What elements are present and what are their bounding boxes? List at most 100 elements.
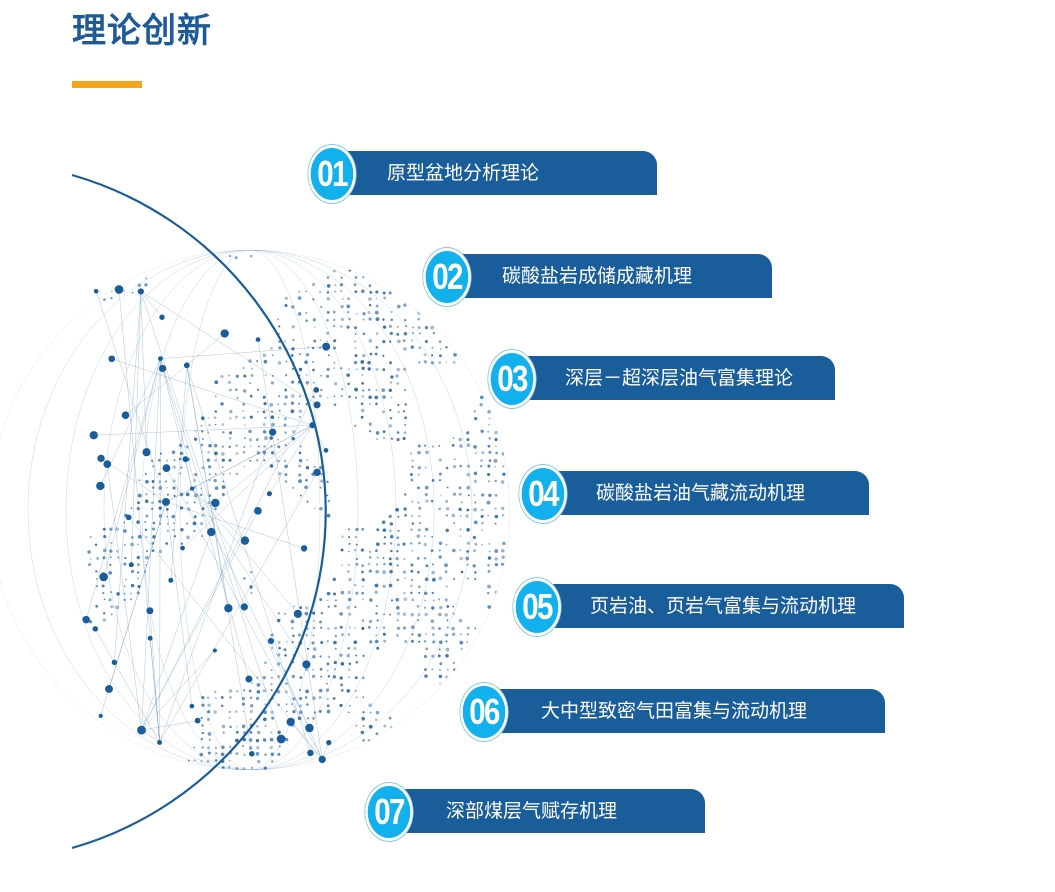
globe-dot	[214, 507, 217, 511]
globe-dot	[466, 563, 469, 566]
globe-dot	[312, 611, 316, 615]
globe-dot	[445, 514, 448, 517]
globe-dot	[416, 557, 420, 560]
globe-dot	[418, 346, 422, 350]
globe-dot	[431, 354, 434, 357]
globe-dot	[501, 548, 505, 553]
globe-dot	[383, 536, 387, 539]
globe-dot	[150, 459, 154, 463]
globe-dot	[193, 515, 197, 519]
globe-dot	[200, 716, 203, 720]
globe-dot	[292, 709, 296, 714]
globe-dot	[318, 696, 322, 699]
globe-dot	[445, 507, 450, 511]
globe-dot	[221, 745, 225, 749]
globe-dot	[438, 361, 442, 365]
globe-dot	[432, 640, 436, 644]
globe-dot	[459, 528, 462, 531]
globe-dot	[304, 696, 308, 699]
globe-dot	[432, 633, 435, 636]
globe-dot	[228, 716, 231, 720]
globe-dot	[367, 311, 371, 315]
globe-dot	[403, 591, 406, 595]
globe-dot	[173, 535, 176, 538]
globe-dot	[235, 415, 238, 419]
globe-dot	[201, 535, 203, 537]
globe-dot	[332, 675, 337, 679]
globe-dot	[453, 465, 457, 469]
globe-dot	[305, 627, 309, 630]
globe-dot	[214, 451, 218, 456]
globe-dot	[290, 401, 295, 405]
globe-dot	[341, 535, 344, 538]
globe-dot	[278, 325, 281, 328]
globe-dot	[340, 317, 344, 322]
network-link	[108, 501, 167, 690]
globe-dot	[292, 634, 295, 638]
network-link	[165, 501, 305, 549]
globe-dot	[361, 716, 366, 721]
globe-dot	[466, 626, 470, 630]
globe-dot	[214, 697, 217, 700]
globe-dot	[480, 459, 484, 463]
globe-dot	[480, 395, 484, 399]
network-link	[191, 424, 313, 489]
globe-dot	[249, 723, 254, 728]
globe-dot	[269, 436, 274, 440]
globe-dot	[319, 506, 323, 511]
globe-dot	[404, 423, 407, 426]
globe-dot	[214, 395, 217, 398]
network-link	[140, 291, 245, 608]
globe-dot	[362, 389, 365, 392]
globe-dot	[292, 486, 295, 489]
globe-dot	[390, 318, 393, 322]
globe-dot	[234, 388, 238, 391]
globe-dot	[501, 506, 505, 510]
globe-dot	[402, 542, 406, 546]
globe-dot	[355, 527, 359, 532]
globe-dot	[291, 641, 294, 644]
globe-dot	[305, 353, 310, 357]
globe-dot	[319, 486, 322, 489]
globe-dot	[136, 555, 140, 560]
globe-dot	[229, 472, 232, 475]
globe-dot	[425, 633, 427, 636]
globe-dot	[320, 473, 323, 476]
globe-dot	[221, 423, 225, 426]
globe-dot	[318, 709, 322, 713]
globe-dot	[403, 626, 406, 630]
network-link	[270, 640, 323, 760]
network-node	[293, 609, 302, 618]
globe-dot	[382, 626, 386, 629]
globe-dot	[410, 563, 414, 567]
globe-dot	[424, 326, 429, 330]
globe-dot	[102, 556, 106, 560]
globe-dot	[284, 388, 288, 392]
globe-dot	[487, 591, 490, 595]
globe-dot	[292, 430, 296, 434]
globe-dot	[102, 527, 106, 531]
globe-dot	[425, 564, 429, 568]
globe-dot	[283, 402, 287, 406]
globe-dot	[327, 675, 331, 678]
globe-dot	[319, 339, 322, 342]
globe-dot	[206, 710, 211, 714]
globe-dot	[340, 290, 343, 293]
globe-dot	[95, 577, 98, 580]
globe-dot	[375, 290, 379, 294]
network-link	[159, 472, 318, 743]
globe-dot	[395, 606, 400, 610]
globe-dot	[333, 592, 336, 596]
globe-dot	[369, 352, 373, 356]
globe-dot	[465, 514, 469, 518]
globe-dot	[285, 374, 288, 377]
globe-dot	[235, 751, 239, 756]
globe-dot	[291, 361, 295, 365]
globe-dot	[290, 354, 294, 357]
globe-dot	[171, 450, 176, 455]
globe-dot	[284, 480, 288, 483]
globe-dot	[481, 493, 485, 497]
globe-dot	[452, 437, 455, 439]
globe-dot	[419, 332, 421, 335]
